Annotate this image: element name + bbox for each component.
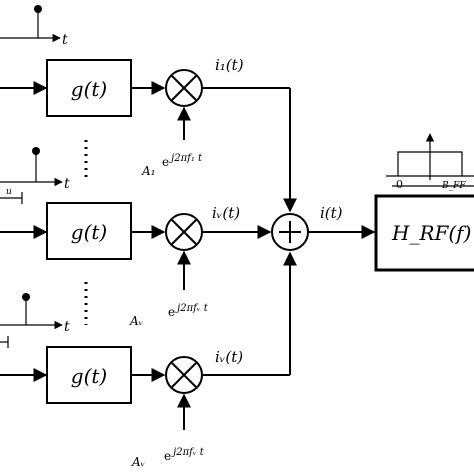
stem-head	[32, 147, 40, 155]
spectrum-edge-label: B_FF	[441, 181, 466, 191]
stem-plot-3: t	[0, 293, 70, 348]
pulse-shaping-filter-block	[46, 202, 132, 260]
rf-filter: H_RF(f) 0 B_FF	[374, 133, 474, 272]
stem-plot-2: t u	[0, 147, 70, 204]
current-label: i₁(t)	[215, 56, 244, 74]
filter-label: g(t)	[71, 77, 107, 101]
time-label: t	[62, 32, 68, 48]
current-label: iᵥ(t)	[215, 348, 243, 366]
stem-head	[22, 293, 30, 301]
current-label: iᵥ(t)	[212, 204, 240, 222]
stem-head	[34, 5, 42, 13]
summing-junction: i(t)	[271, 204, 376, 251]
rf-filter-block	[374, 194, 474, 272]
stem-plot-1: t	[0, 5, 68, 48]
carrier-amplitude: Aᵥ	[131, 455, 145, 469]
filter-label: g(t)	[71, 364, 107, 388]
spectrum-zero-label: 0	[396, 178, 403, 191]
filter-label: g(t)	[71, 220, 107, 244]
carrier-amplitude: A₁	[141, 164, 155, 178]
carrier-amplitude: Aᵥ	[129, 314, 143, 328]
sum-output-label: i(t)	[320, 204, 343, 222]
rf-filter-label: H_RF(f)	[391, 221, 471, 245]
time-label: t	[64, 176, 70, 192]
pulse-shaping-filter-block	[46, 59, 132, 117]
time-label: t	[64, 319, 70, 335]
spectrum-rect	[397, 151, 463, 176]
period-subscript: u	[6, 187, 12, 197]
